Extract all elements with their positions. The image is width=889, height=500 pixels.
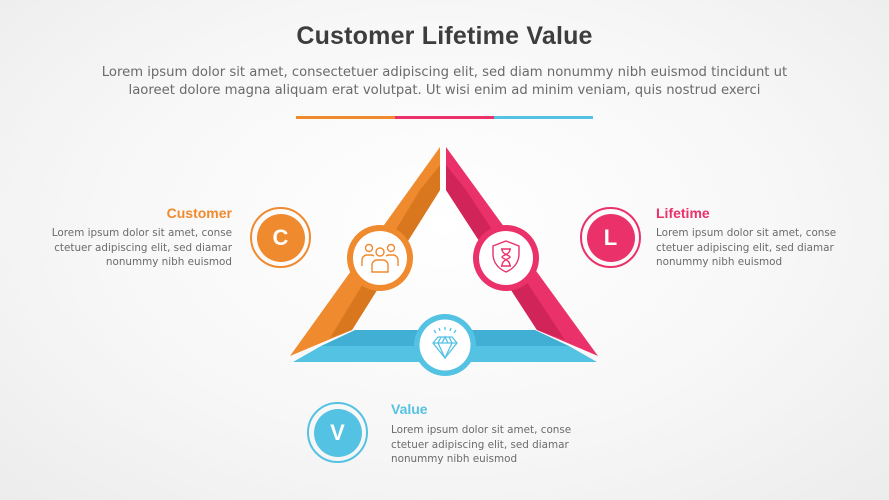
value-description: Lorem ipsum dolor sit amet, conse ctetue… (391, 423, 601, 467)
customer-desc-line: Lorem ipsum dolor sit amet, conse (51, 227, 232, 239)
value-letter-badge: V (307, 402, 368, 463)
value-title: Value (391, 401, 428, 417)
letter-v: V (313, 408, 362, 457)
page-subtitle: Lorem ipsum dolor sit amet, consectetuer… (40, 64, 849, 100)
customer-letter-badge: C (250, 207, 311, 268)
lifetime-title: Lifetime (656, 205, 710, 221)
letter-l: L (586, 213, 635, 262)
divider-segment-orange (296, 116, 395, 119)
customer-description: Lorem ipsum dolor sit amet, conse ctetue… (22, 226, 232, 270)
shield-hourglass-icon (492, 240, 520, 273)
letter-c: C (256, 213, 305, 262)
lifetime-desc-line: nonummy nibh euismod (656, 256, 783, 268)
page-title: Customer Lifetime Value (296, 22, 593, 50)
value-desc-line: Lorem ipsum dolor sit amet, conse (391, 424, 572, 436)
subtitle-line-2: laoreet dolore magna aliquam erat volutp… (128, 83, 761, 98)
people-group-icon (361, 243, 399, 273)
value-desc-line: ctetuer adipiscing elit, sed diamar (391, 438, 569, 451)
subtitle-line-1: Lorem ipsum dolor sit amet, consectetuer… (101, 65, 788, 80)
divider-segment-blue (494, 116, 593, 119)
customer-icon-badge (347, 225, 413, 291)
lifetime-description: Lorem ipsum dolor sit amet, conse ctetue… (656, 226, 866, 270)
customer-title: Customer (166, 205, 232, 221)
lifetime-desc-line: Lorem ipsum dolor sit amet, conse (656, 227, 837, 239)
divider-segment-pink (395, 116, 494, 119)
diamond-icon (432, 327, 458, 360)
lifetime-icon-badge (473, 225, 539, 291)
customer-desc-line: ctetuer adipiscing elit, sed diamar (54, 241, 232, 254)
lifetime-desc-line: ctetuer adipiscing elit, sed diamar (656, 241, 834, 254)
value-desc-line: nonummy nibh euismod (391, 453, 518, 465)
value-icon-badge (414, 314, 476, 376)
tricolor-divider (296, 116, 593, 119)
lifetime-letter-badge: L (580, 207, 641, 268)
customer-desc-line: nonummy nibh euismod (105, 256, 232, 268)
